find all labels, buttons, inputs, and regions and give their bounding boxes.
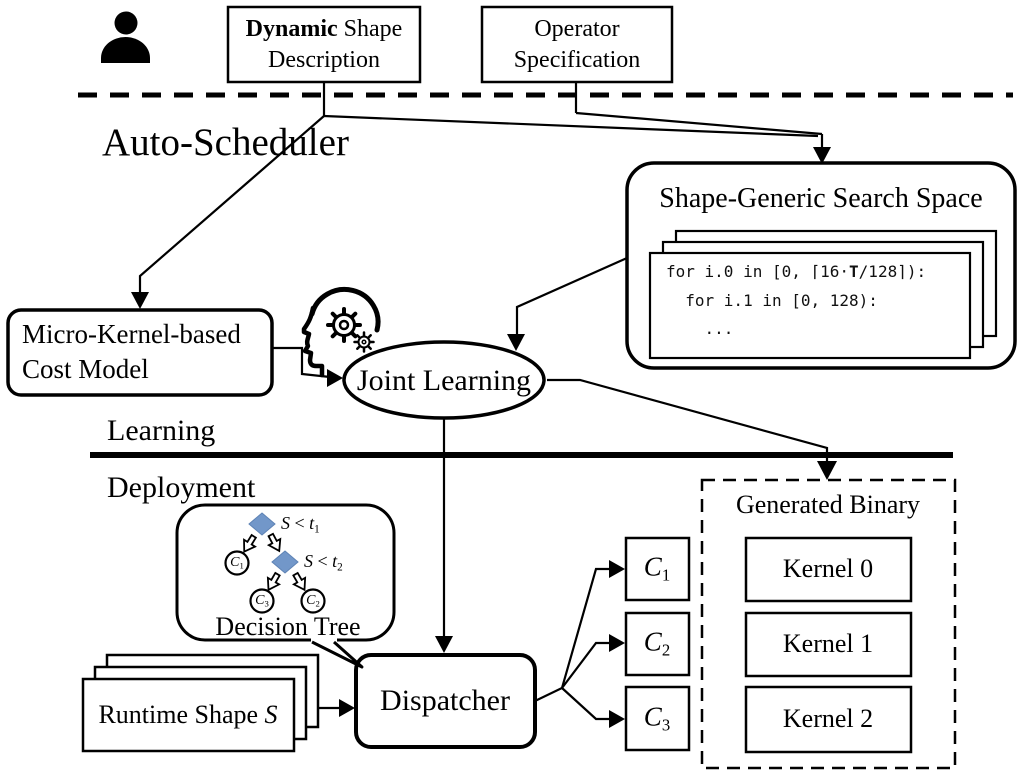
decision-diamond-2: [271, 550, 299, 574]
arrowheads: [131, 147, 837, 728]
classifier-boxes: [624, 536, 691, 752]
runtime-shape-stack: [81, 653, 320, 753]
auto-scheduler-label: Auto-Scheduler: [102, 121, 349, 164]
classifier-c2-label: C2: [643, 626, 671, 660]
dynamic-shape-box-label: Dynamic Shape Description: [245, 15, 403, 73]
learning-section-label: Learning: [107, 414, 216, 447]
head-gears-icon: [301, 287, 381, 378]
leaf-c1-label: C1: [230, 554, 244, 571]
operator-spec-box: [480, 5, 674, 84]
kernel-boxes: [744, 536, 913, 754]
condition-1-label: S < t1: [281, 513, 320, 536]
kernel-0-label: Kernel 0: [782, 554, 874, 584]
cost-model-label: Micro-Kernel-based Cost Model: [22, 319, 241, 385]
bubble-tail: [311, 640, 364, 669]
cost-model-box: [6, 308, 274, 397]
gear-small-icon: [353, 331, 375, 353]
dispatcher-box: [354, 653, 537, 749]
generated-binary-title: Generated Binary: [735, 490, 921, 520]
user-icon: [101, 11, 150, 63]
deployment-section-label: Deployment: [107, 471, 256, 504]
leaf-c1-circle: [224, 550, 250, 576]
code-line-3: ...: [666, 319, 734, 338]
search-space-title: Shape-Generic Search Space: [659, 182, 983, 214]
classifier-c3-label: C3: [643, 701, 671, 735]
kernel-1-label: Kernel 1: [782, 629, 874, 659]
code-line-1: for i.0 in [0, ⌈16·T/128⌉):: [666, 262, 927, 281]
dynamic-shape-box: [226, 5, 422, 84]
connector-lines: [138, 82, 829, 721]
gear-large-icon: [326, 307, 362, 343]
decision-tree-nodes: [224, 512, 326, 614]
classifier-c1-label: C1: [643, 551, 671, 585]
leaf-c2-label: C2: [306, 592, 320, 609]
joint-learning-label: Joint Learning: [356, 363, 532, 397]
decision-tree-title: Decision Tree: [215, 612, 361, 642]
search-space-cards: [648, 229, 998, 360]
runtime-shape-label: Runtime Shape S: [98, 700, 278, 730]
operator-spec-box-label: Operator Specification: [513, 15, 641, 73]
leaf-c3-label: C3: [255, 592, 269, 609]
leaf-c2-circle: [300, 588, 326, 614]
code-line-2: for i.1 in [0, 128):: [666, 291, 878, 310]
joint-learning-ellipse: [342, 340, 546, 420]
kernel-2-label: Kernel 2: [782, 704, 874, 734]
condition-2-label: S < t2: [304, 551, 343, 574]
dispatcher-label: Dispatcher: [380, 683, 510, 717]
decision-diamond-1: [248, 512, 276, 536]
leaf-c3-circle: [249, 588, 275, 614]
